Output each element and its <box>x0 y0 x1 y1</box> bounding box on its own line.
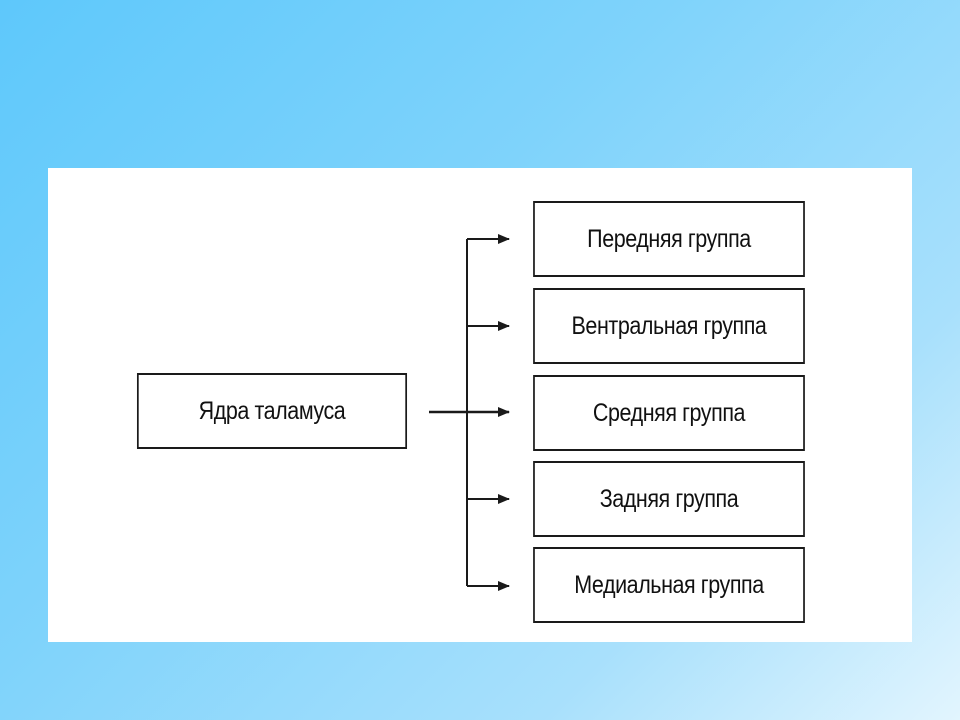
group-node-posterior: Задняя группа <box>533 461 805 537</box>
group-node-medial: Медиальная группа <box>533 547 805 623</box>
group-node-anterior: Передняя группа <box>533 201 805 277</box>
group-node-label: Передняя группа <box>587 224 751 253</box>
root-node-box: Ядра таламуса <box>136 373 408 449</box>
group-node-ventral: Вентральная группа <box>533 288 805 364</box>
root-node-label: Ядра таламуса <box>198 396 346 425</box>
group-node-label: Задняя группа <box>599 484 739 513</box>
connector-lines <box>429 234 510 591</box>
group-node-label: Вентральная группа <box>571 311 767 340</box>
diagram-panel: Ядра таламуса Передняя группа Вентральна… <box>48 168 912 642</box>
group-node-label: Средняя группа <box>592 398 746 427</box>
group-node-middle: Средняя группа <box>533 375 805 451</box>
group-node-label: Медиальная группа <box>574 570 764 599</box>
